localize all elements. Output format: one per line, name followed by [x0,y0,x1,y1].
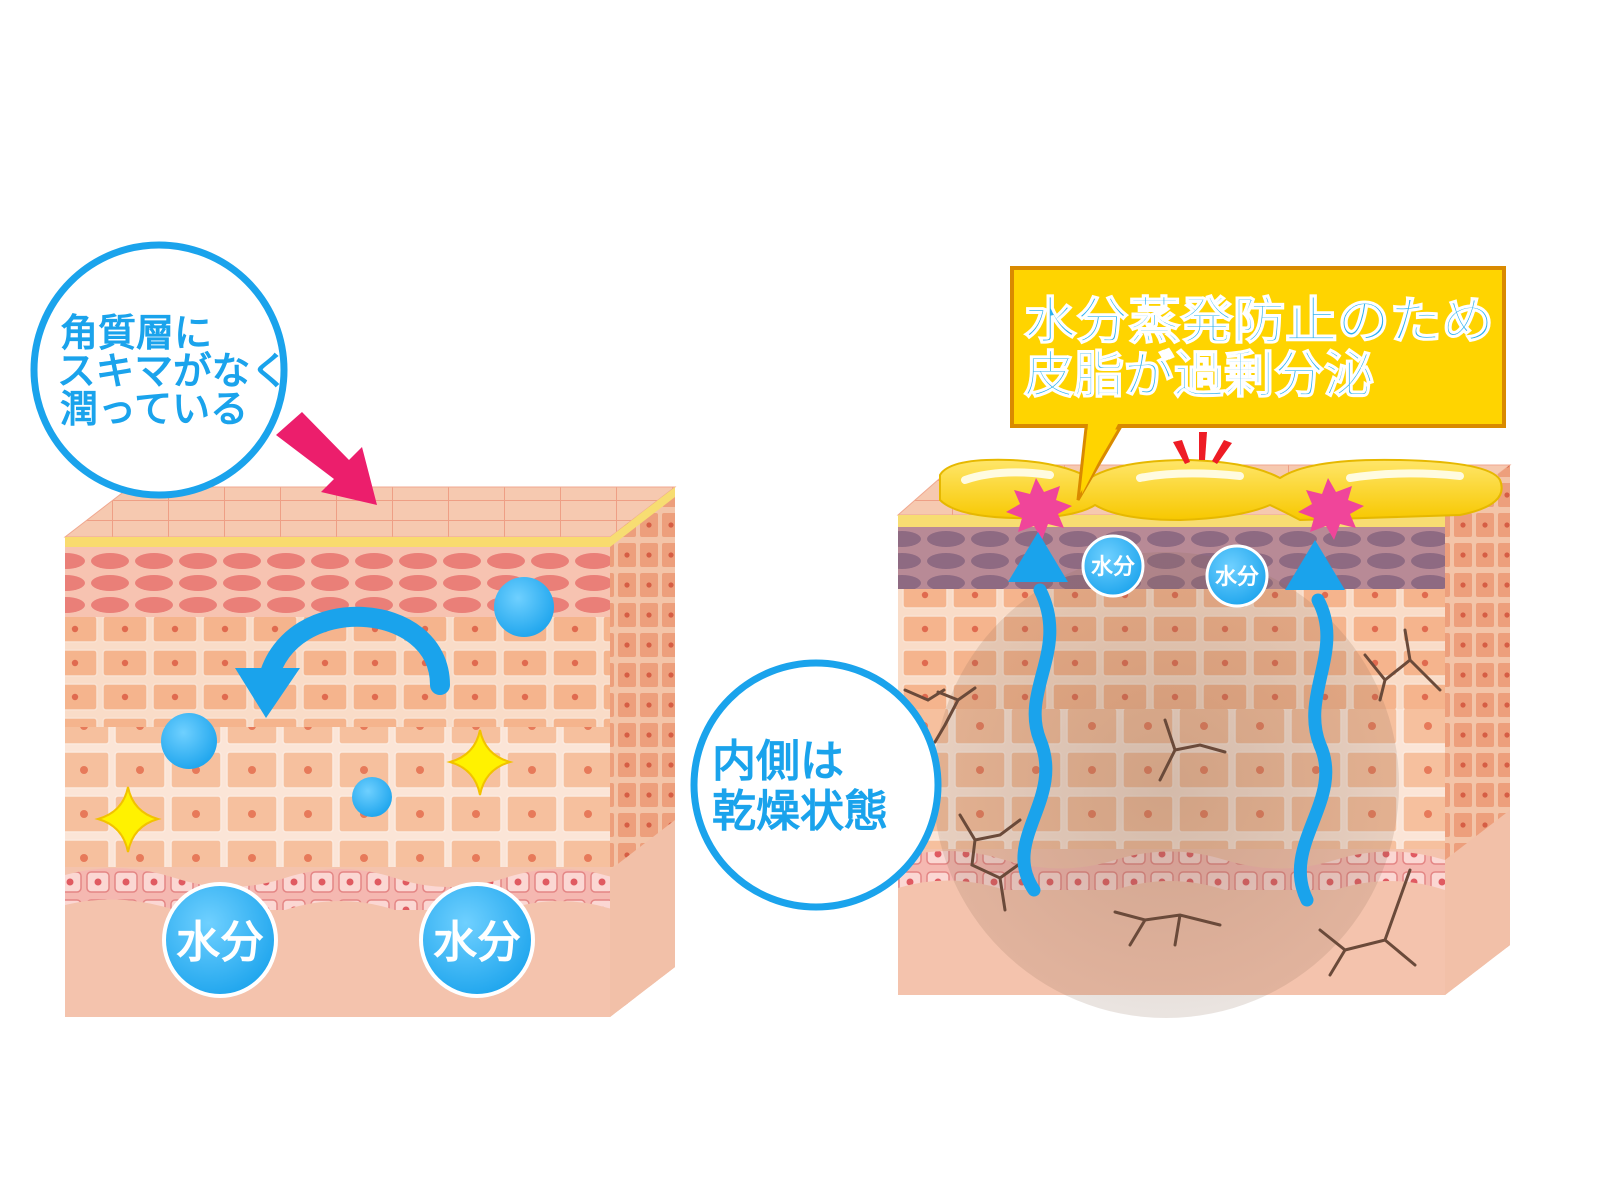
sparkle-icon [94,786,162,853]
right-water-label-1: 水分 [1091,555,1135,580]
left-water-badge-1 [162,882,278,998]
left-water-label-1: 水分 [176,917,264,968]
left-water-badge-2 [419,882,535,998]
circulation-arrow [258,606,450,695]
banner-line-1: 水分蒸発防止のため [1024,292,1494,350]
right-water-badge-1 [1081,534,1145,598]
sebum-warning-banner [1010,266,1506,501]
healthy-callout-line-1: 角質層に [60,311,212,355]
pink-pointer-arrow [276,412,377,505]
circulation-arrowhead [235,668,300,718]
right-water-badge-2 [1205,544,1269,608]
dry-callout-line-2: 乾燥状態 [712,786,888,837]
dry-skin-block [896,432,1512,1018]
water-droplets [161,577,554,817]
pore-burst-icon [1006,478,1072,540]
pore-burst-icon [1298,478,1364,540]
dry-callout-line-1: 内側は [712,736,844,787]
healthy-callout-bubble [30,241,288,499]
evaporation-arrows [1008,532,1345,907]
alert-marks-icon [1173,432,1232,464]
healthy-callout-line-3: 潤っている [60,387,248,431]
dry-cracks [903,628,1442,977]
healthy-callout-line-2: スキマがなく [57,349,289,393]
healthy-skin-block [63,412,677,1017]
left-water-label-2: 水分 [433,917,521,968]
sparkle-icon [446,729,514,796]
banner-line-2: 皮脂が過剰分泌 [1024,346,1374,404]
dry-callout-bubble [690,659,942,911]
right-water-label-2: 水分 [1215,565,1259,590]
